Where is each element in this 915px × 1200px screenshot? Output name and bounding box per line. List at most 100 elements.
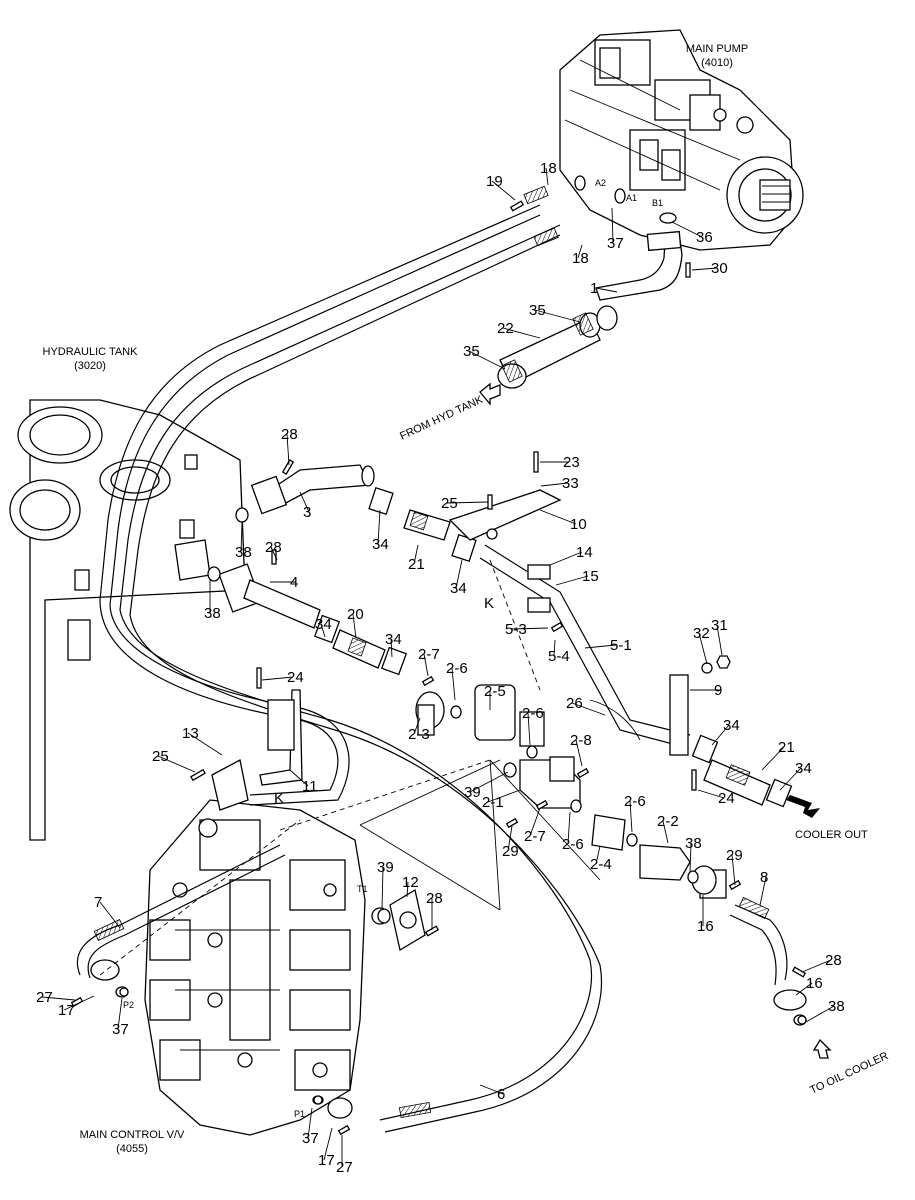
main-pump-number: (4010) — [701, 57, 733, 69]
part-callout: 3 — [303, 504, 311, 521]
leader-line — [698, 632, 708, 665]
leader-line — [455, 559, 463, 589]
leader-line — [540, 482, 569, 487]
part-callout: 21 — [778, 739, 795, 756]
part-callout: 23 — [563, 454, 580, 471]
leader-line — [423, 653, 429, 677]
part-callout: 36 — [696, 229, 713, 246]
part-callout: 38 — [204, 605, 221, 622]
part-callout: 27 — [36, 989, 53, 1006]
leader-line — [157, 755, 196, 773]
leader-line — [323, 1127, 333, 1161]
part-callouts: 12-12-22-32-42-52-62-62-62-62-72-72-8345… — [36, 160, 845, 1176]
part-callout: 34 — [315, 616, 332, 633]
part-callout: 29 — [726, 847, 743, 864]
hydraulic-tank-number: (3020) — [74, 360, 106, 372]
leader-line — [307, 1107, 313, 1139]
leader-line — [529, 807, 541, 837]
leader-line — [662, 820, 669, 844]
part-callout: 38 — [235, 544, 252, 561]
suction-line — [497, 230, 683, 389]
part-callout: 28 — [825, 952, 842, 969]
part-callout: 2-5 — [484, 683, 506, 700]
part-callout: 21 — [408, 556, 425, 573]
leader-line — [611, 207, 614, 244]
port-a1-label: A1 — [626, 193, 637, 203]
part-callout: 29 — [502, 843, 519, 860]
main-pump-title: MAIN PUMP — [686, 43, 748, 55]
leader-line — [575, 739, 583, 767]
part-callout: 11 — [302, 778, 318, 795]
leader-line — [63, 995, 95, 1011]
leader-line — [377, 509, 381, 545]
part-callout: 8 — [760, 869, 768, 886]
part-callout: 39 — [377, 859, 394, 876]
part-callout: 38 — [828, 998, 845, 1015]
leader-line — [716, 624, 723, 656]
part-callout: 6 — [497, 1086, 505, 1103]
part-callout: 34 — [723, 717, 740, 734]
leader-line — [584, 644, 617, 649]
part-callout: 1 — [590, 280, 598, 297]
leader-line — [487, 789, 521, 803]
part-callout: 34 — [372, 536, 389, 553]
leader-line — [697, 789, 725, 799]
part-callout: 27 — [336, 1159, 353, 1176]
part-callout: 38 — [685, 835, 702, 852]
part-callout: 28 — [281, 426, 298, 443]
part-callout: 37 — [607, 235, 624, 252]
part-callout: 2-1 — [482, 794, 504, 811]
leader-line — [731, 854, 736, 886]
leader-line — [507, 825, 513, 852]
part-callout: 28 — [426, 890, 443, 907]
leader-line — [555, 575, 589, 586]
section-lines — [99, 559, 601, 976]
leader-line — [759, 876, 767, 906]
part-callout: 2-3 — [408, 726, 430, 743]
leader-line — [390, 638, 393, 658]
pipe-21 — [691, 734, 793, 808]
leader-line — [801, 959, 832, 973]
part-callout: 34 — [795, 760, 812, 777]
leader-line — [352, 613, 357, 639]
leader-line — [491, 180, 516, 201]
port-a2-label: A2 — [595, 178, 606, 188]
leader-line — [779, 767, 802, 791]
leader-line — [117, 997, 123, 1030]
hydraulic-tank-title: HYDRAULIC TANK — [43, 346, 139, 358]
leader-line — [629, 800, 633, 833]
part-callout: 2-8 — [570, 732, 592, 749]
port-b1-label: B1 — [652, 198, 663, 208]
part-callout: 9 — [714, 682, 722, 699]
leader-line — [381, 866, 384, 911]
part-callout: 5-3 — [505, 621, 527, 638]
port-t1-label: T1 — [357, 884, 368, 894]
leader-line — [761, 746, 785, 771]
part-callout: 35 — [529, 302, 546, 319]
part-callout: 28 — [265, 539, 282, 556]
part-callout: 31 — [711, 617, 728, 634]
leader-line — [549, 551, 583, 566]
leader-line — [469, 771, 509, 793]
part-callout: 12 — [402, 874, 419, 891]
part-callout: 34 — [385, 631, 402, 648]
leader-line — [446, 501, 489, 504]
part-callout: 5-1 — [610, 637, 632, 654]
leader-line — [577, 244, 583, 259]
part-callout: 18 — [540, 160, 557, 177]
leader-line — [595, 845, 601, 865]
leader-line — [671, 221, 703, 238]
leader-line — [41, 996, 76, 1001]
leader-line — [451, 667, 456, 701]
leader-line — [286, 433, 290, 466]
part-callout: 4 — [290, 574, 298, 591]
leader-line — [468, 350, 506, 370]
part-callout: 25 — [441, 495, 458, 512]
part-callout: 13 — [182, 725, 199, 742]
leader-line — [289, 769, 309, 787]
bracket-10 — [448, 489, 562, 541]
part-callout: 2-4 — [590, 856, 612, 873]
flow-arrows — [479, 382, 832, 1059]
part-callout: 30 — [711, 260, 728, 277]
part-callout: 17 — [58, 1002, 75, 1019]
